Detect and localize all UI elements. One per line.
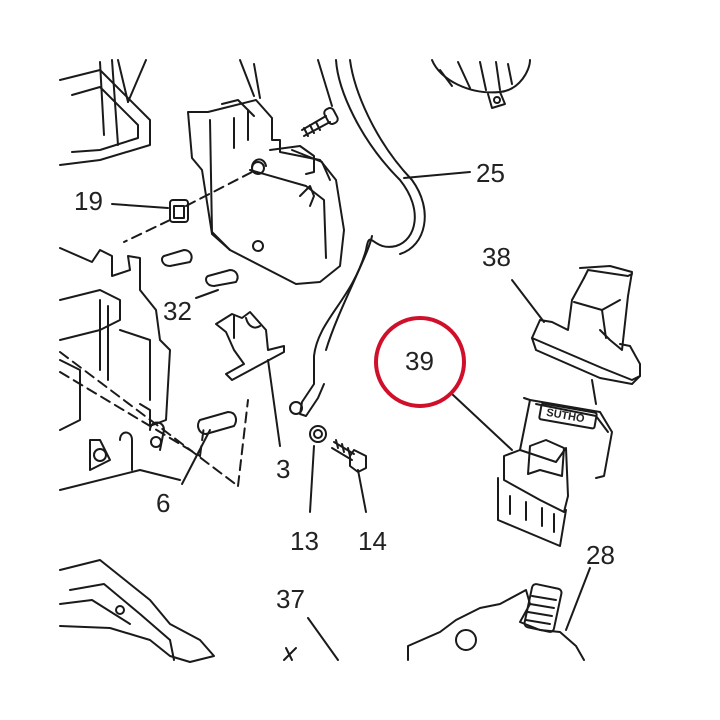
connector-clip-19 (111, 171, 253, 243)
bracket-3 (215, 311, 285, 447)
connector-cover-38 (511, 265, 641, 385)
controller-plug-39 (451, 379, 613, 547)
ecu-module (187, 59, 345, 285)
callout-14: 14 (358, 526, 387, 556)
callout-38: 38 (482, 242, 511, 272)
callout-32: 32 (163, 296, 192, 326)
callout-6: 6 (156, 488, 171, 518)
bolt-14 (331, 439, 367, 513)
rubber-pads-32 (161, 249, 239, 299)
top-left-frame-part (59, 59, 151, 166)
assembly-guide-lines (59, 351, 249, 487)
top-right-housing-part (431, 59, 531, 109)
ground-cable-25 (289, 59, 471, 417)
callout-25: 25 (476, 158, 505, 188)
screw (301, 59, 339, 137)
bottom-left-housing (59, 559, 215, 663)
small-pad-6 (181, 411, 237, 485)
callout-3: 3 (276, 454, 291, 484)
washer-13 (309, 425, 327, 513)
handle-switch-28 (407, 567, 591, 661)
callout-19: 19 (74, 186, 103, 216)
left-chassis-part (59, 247, 181, 491)
callout-13: 13 (290, 526, 319, 556)
callout-37-leader (283, 617, 339, 661)
callout-39: 39 (405, 346, 434, 376)
highlight-circle-39 (374, 316, 466, 408)
callout-37: 37 (276, 584, 305, 614)
callout-28: 28 (586, 540, 615, 570)
